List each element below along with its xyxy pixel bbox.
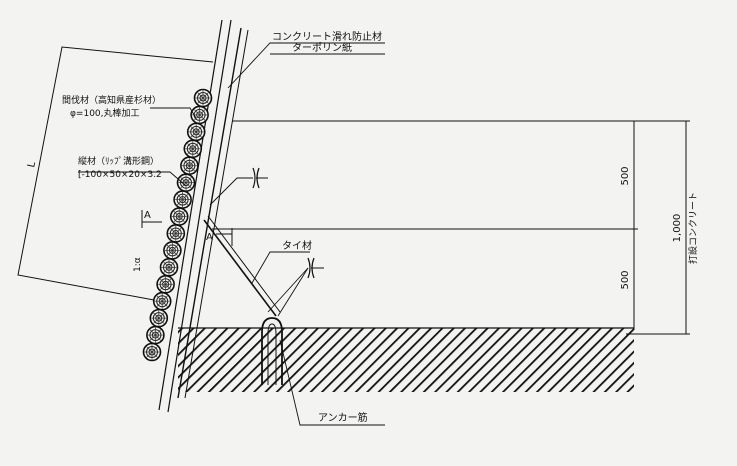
label-vertical-member: 縦材（ﾘｯﾌﾟ溝形鋼） [78,155,159,167]
timber-log [169,207,189,226]
anchor-bar [261,317,283,385]
dim-upper: 500 [620,166,631,185]
label-tie: タイ材 [282,239,312,252]
label-thinning-wood: 間伐材（高知県産杉材） [62,94,161,106]
label-anchor: アンカー筋 [318,411,368,424]
timber-log [176,173,196,192]
label-section-a1: A [144,210,151,221]
label-tarpaulin: ターポリン紙 [292,41,352,54]
section-a-right [216,228,233,246]
timber-log [166,224,186,243]
timber-log [159,258,179,277]
timber-log [149,308,169,328]
section-a-left [141,210,162,228]
label-vertical-member-spec: [-100×50×20×3.2 [78,170,162,180]
label-anti-slip: コンクリート滑れ防止材 [272,30,382,43]
label-section-a2: A [206,232,213,243]
timber-log [180,156,199,176]
tie-rod-edge [207,215,281,313]
timber-log [142,342,162,362]
timber-log [156,274,175,294]
tilted-outline [17,46,214,301]
leader-lines [78,42,385,426]
formwork-panel [158,19,249,413]
label-slope: 1:α [133,257,143,272]
timber-log [163,241,182,260]
dim-total: 1,000 [672,214,683,243]
timber-log [186,122,206,142]
timber-log [193,88,213,108]
label-left-mark: L [26,160,38,168]
timber-log [183,139,203,159]
timber-log [152,291,172,311]
label-thinning-wood-spec: φ=100,丸棒加工 [70,107,140,119]
timber-log [173,190,192,209]
label-placed-concrete: 打設コンクリート [687,192,699,264]
tie-rod [203,219,277,317]
dim-lower: 500 [620,270,631,289]
timber-log [146,325,165,345]
ground-hatch [178,328,634,392]
timber-logs [142,88,213,362]
